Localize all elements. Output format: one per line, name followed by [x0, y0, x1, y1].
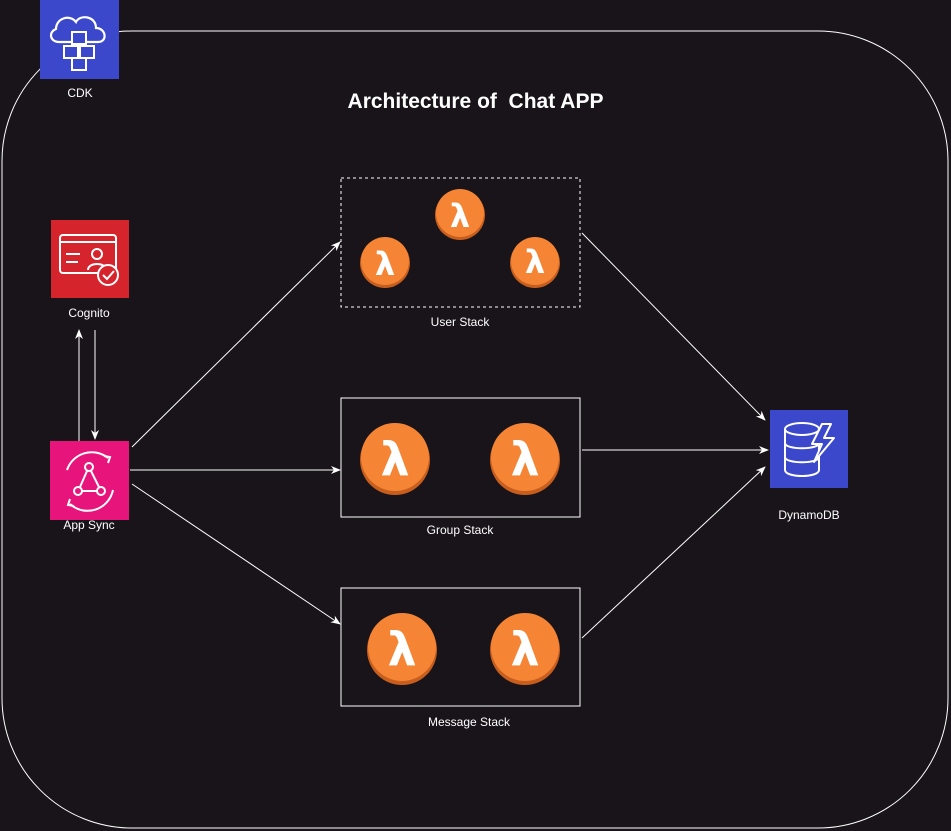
message-stack-label: Message Stack — [427, 715, 511, 729]
user-stack-to-dynamodb-arrow — [581, 232, 766, 421]
message-stack-to-dynamodb-arrow — [581, 466, 766, 639]
cdk-icon — [40, 0, 119, 79]
dynamodb-label: DynamoDB — [778, 508, 840, 522]
svg-text:λ: λ — [450, 197, 470, 235]
group-stack-label: Group Stack — [426, 523, 494, 537]
appsync-label: App Sync — [63, 518, 115, 532]
user-stack-container — [340, 177, 581, 308]
lambda-function-icon: λ — [367, 613, 437, 685]
diagram-title: Architecture of Chat APP — [347, 90, 604, 113]
lambda-function-icon: λ — [490, 423, 560, 495]
group-stack-container — [340, 397, 581, 518]
lambda-function-icon: λ — [490, 613, 560, 685]
cdk-label: CDK — [67, 86, 93, 100]
lambda-function-icon: λ — [360, 423, 430, 495]
svg-text:λ: λ — [387, 622, 416, 676]
svg-text:λ: λ — [375, 245, 395, 283]
appsync-icon — [50, 441, 129, 520]
lambda-function-icon: λ — [510, 237, 560, 288]
dynamodb-icon — [770, 410, 848, 488]
svg-text:λ: λ — [510, 432, 539, 486]
message-stack-container — [340, 587, 581, 707]
svg-text:λ: λ — [510, 622, 539, 676]
cdk-app-boundary — [1, 30, 949, 829]
lambda-function-icon: λ — [360, 237, 410, 288]
lambda-function-icon: λ — [435, 189, 485, 240]
appsync-to-user-stack-arrow — [131, 241, 341, 448]
cognito-icon — [51, 220, 129, 298]
svg-text:λ: λ — [380, 432, 409, 486]
svg-text:λ: λ — [525, 243, 545, 281]
user-stack-label: User Stack — [430, 315, 490, 329]
cognito-label: Cognito — [68, 306, 110, 320]
appsync-to-message-stack-arrow — [131, 483, 341, 625]
